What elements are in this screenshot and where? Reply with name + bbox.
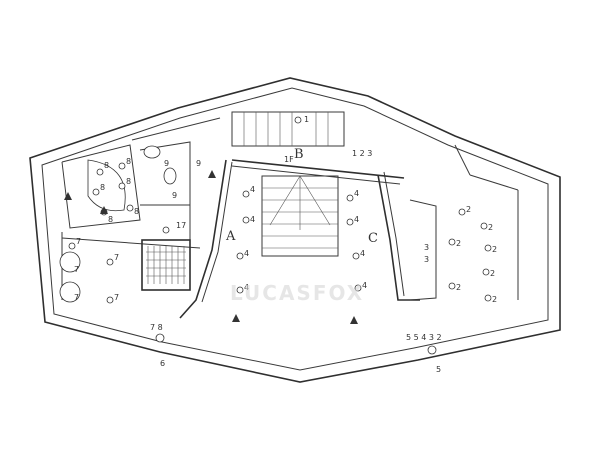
fixture-label: 1F (284, 155, 294, 164)
watermark: LUCASFOX (230, 281, 364, 305)
toilet-icon (143, 145, 161, 159)
fixture-label: 4 (354, 189, 359, 198)
fixture-label: 2 (490, 269, 495, 278)
room-label-a: A (225, 229, 236, 244)
fixture-label: 8 (126, 157, 131, 166)
fixture-label: 4 (250, 215, 255, 224)
stair-treads-top (243, 112, 329, 146)
fixture-label: 3 (424, 243, 429, 252)
fixture-label: 2 (488, 223, 493, 232)
bathroom-fixtures (59, 145, 177, 303)
fixture-label: 7 (114, 293, 119, 302)
round-table-icon (59, 251, 81, 273)
fixture-label: 8 (100, 183, 105, 192)
light-markers (68, 116, 492, 355)
fixture-label: 1 (304, 115, 309, 124)
round-table-icon (59, 281, 81, 303)
fixture-label: 7 8 (150, 323, 163, 332)
fixture-label: 8 (134, 207, 139, 216)
fixture-label: 7 (76, 237, 81, 246)
fixture-label: 9 (196, 159, 201, 168)
fixture-label: 5 5 4 3 2 (406, 333, 442, 342)
fixture-label: 1 2 3 (352, 149, 372, 158)
fixture-label: 2 (456, 283, 461, 292)
fixture-label: 5 (436, 365, 441, 374)
fixture-label: 4 (354, 215, 359, 224)
fixture-label: 4 (250, 185, 255, 194)
fixture-label: 9 (172, 191, 177, 200)
fixture-label: 4 (362, 281, 367, 290)
outer-walls (29, 77, 561, 383)
fixture-label: 7 (114, 253, 119, 262)
fixture-label: 6 (160, 359, 165, 368)
fixture-label: 7 (74, 293, 79, 302)
fixture-label: 4 (360, 249, 365, 258)
fixture-label: 2 (492, 295, 497, 304)
sink-icon (163, 167, 177, 185)
fixture-label: 8 (126, 177, 131, 186)
fixture-label: 2 (456, 239, 461, 248)
interior-walls (61, 111, 519, 319)
fixture-label: 3 (424, 255, 429, 264)
cone-markers (64, 170, 358, 324)
fixture-label: 9 (164, 159, 169, 168)
lift-grid (146, 246, 186, 284)
fixture-label: 2 (466, 205, 471, 214)
fixture-label: 4 (244, 249, 249, 258)
fixture-label: 7 (74, 265, 79, 274)
fixture-label: 2 (492, 245, 497, 254)
fixture-label: 17 (176, 221, 186, 230)
fixture-labels: 8 8 8 8 8 8 7 7 7 7 7 9 9 9 17 1 1F 4 4 … (74, 115, 497, 374)
room-label-c: C (368, 231, 378, 246)
stair-treads-center (262, 175, 338, 249)
fixture-label: 8 (104, 161, 109, 170)
fixture-label: 8 (108, 215, 113, 224)
fixture-label: 4 (244, 283, 249, 292)
room-label-b: B (294, 147, 304, 162)
